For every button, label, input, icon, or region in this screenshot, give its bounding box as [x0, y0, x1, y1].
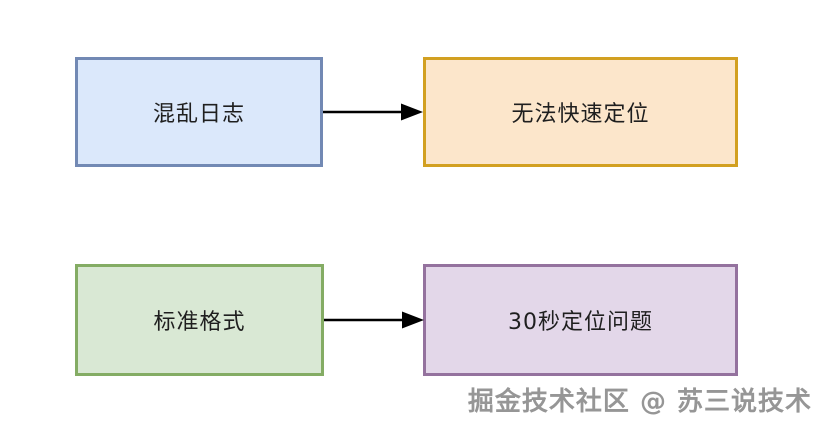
node-cannot-locate-fast: 无法快速定位: [423, 57, 738, 167]
node-standard-format: 标准格式: [75, 264, 324, 376]
node-label: 30秒定位问题: [508, 310, 653, 335]
node-label: 标准格式: [153, 310, 246, 335]
node-locate-in-30s: 30秒定位问题: [423, 264, 738, 376]
arrow-bottom-icon: [324, 311, 424, 329]
node-label: 无法快速定位: [511, 102, 650, 127]
watermark-text: 掘金技术社区 @ 苏三说技术: [467, 387, 812, 417]
node-chaotic-logs: 混乱日志: [75, 57, 323, 167]
arrow-top-icon: [323, 103, 423, 121]
node-label: 混乱日志: [152, 102, 245, 127]
